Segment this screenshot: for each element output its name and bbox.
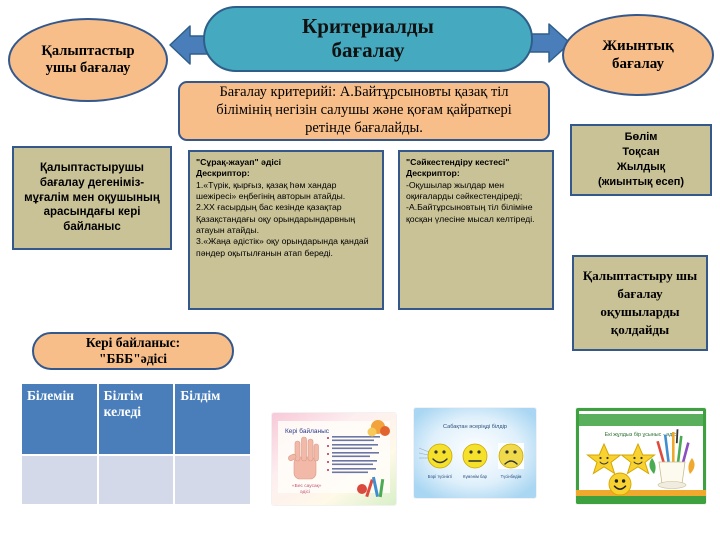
method-question-answer-title: "Сұрақ-жауап" әдісі <box>196 157 282 167</box>
smiley-feedback-card: Сабақтан әсеріңді білдір Бәрі түсінікті … <box>414 408 536 498</box>
assessment-criterion-text: Бағалау критерийі: А.Байтұрсыновты қазақ… <box>216 84 512 136</box>
feedback-method-pill: Кері байланыс: "БББ"әдісі <box>32 332 234 370</box>
summative-period-line1: Бөлім <box>624 131 658 144</box>
summative-period-box: Бөлім Тоқсан Жылдық (жиынтық есеп) <box>570 124 712 196</box>
page-title-line2: бағалау <box>331 38 405 62</box>
page-title-text: Критериалды бағалау <box>302 15 434 62</box>
formative-assessment-ellipse: Қалыптастыр ушы бағалау <box>8 18 168 102</box>
table-cell-want-to-know[interactable] <box>96 454 176 506</box>
svg-text:Екі жұлдыз бір ұсыныс - әдісі: Екі жұлдыз бір ұсыныс - әдісі <box>605 432 678 438</box>
table-header-want-to-know: Білгім келеді <box>96 382 176 456</box>
svg-text:Кері байланыс: Кері байланыс <box>285 427 330 435</box>
summative-assessment-ellipse: Жиынтық бағалау <box>562 14 714 96</box>
stars-stationery-card: Екі жұлдыз бір ұсыныс - әдісі <box>576 408 706 504</box>
summative-period-line2: Тоқсан <box>622 146 660 159</box>
summative-period-text: Бөлім Тоқсан Жылдық (жиынтық есеп) <box>598 130 684 189</box>
page-title-line1: Критериалды <box>302 14 434 39</box>
kerі-bailanys-card: Кері байланыс <box>272 413 396 505</box>
svg-text:Бәрі түсінікті: Бәрі түсінікті <box>428 474 453 479</box>
hand-feedback-illustration: Кері байланыс <box>272 413 396 505</box>
table-row <box>20 454 252 506</box>
summative-ellipse-line2: бағалау <box>611 56 665 72</box>
summative-period-line4: (жиынтық есеп) <box>597 175 685 188</box>
svg-text:Сабақтан әсеріңді білдір: Сабақтан әсеріңді білдір <box>443 424 507 430</box>
svg-text:Күмәнім бар: Күмәнім бар <box>463 474 488 479</box>
method-question-answer-descriptor-label: Дескриптор: <box>196 168 250 179</box>
method-matching-table-descriptor-label: Дескриптор: <box>406 168 460 179</box>
svg-text:әдісі: әдісі <box>300 489 310 495</box>
page-title: Критериалды бағалау <box>203 6 533 72</box>
formative-ellipse-line2: ушы бағалау <box>45 60 131 76</box>
table-header-learned: Білдім <box>173 382 252 456</box>
assessment-criterion-box: Бағалау критерийі: А.Байтұрсыновты қазақ… <box>178 81 550 141</box>
summative-ellipse-line1: Жиынтық <box>602 38 674 54</box>
summative-period-line3: Жылдық <box>616 161 666 173</box>
two-stars-one-wish-illustration: Екі жұлдыз бір ұсыныс - әдісі <box>576 408 706 504</box>
table-cell-learned[interactable] <box>173 454 252 506</box>
feedback-line1: Кері байланыс: <box>85 335 181 351</box>
formative-definition-box: Қалыптастырушы бағалау дегеніміз- мұғалі… <box>12 146 172 250</box>
method-question-answer-body: 1.«Түрік, қырғыз, қазақ һәм хандар шежір… <box>196 179 369 258</box>
bbb-table: Білемін Білгім келеді Білдім <box>20 382 252 506</box>
formative-support-box: Қалыптастыру шы бағалау оқушыларды қолда… <box>572 255 708 351</box>
formative-ellipse-line1: Қалыптастыр <box>41 42 135 59</box>
method-question-answer-box: "Сұрақ-жауап" әдісі Дескриптор: 1.«Түрік… <box>188 150 384 310</box>
svg-text:«Бес саусақ»: «Бес саусақ» <box>292 483 322 489</box>
feedback-method-label: Кері байланыс: "БББ"әдісі <box>86 335 180 366</box>
table-cell-know[interactable] <box>20 454 99 506</box>
table-header-row: Білемін Білгім келеді Білдім <box>20 382 252 456</box>
method-matching-table-body: -Оқушылар жылдар мен оқиғаларды сәйкесте… <box>406 179 535 224</box>
formative-support-text: Қалыптастыру шы бағалау оқушыларды қолда… <box>582 268 698 337</box>
formative-definition-text: Қалыптастырушы бағалау дегеніміз- мұғалі… <box>24 162 160 234</box>
smiley-feedback-illustration: Сабақтан әсеріңді білдір Бәрі түсінікті … <box>414 408 536 498</box>
method-matching-table-box: "Сәйкестендіру кестесі" Дескриптор: -Оқу… <box>398 150 554 310</box>
table-header-know: Білемін <box>20 382 99 456</box>
summative-assessment-label: Жиынтық бағалау <box>602 37 674 73</box>
formative-assessment-label: Қалыптастыр ушы бағалау <box>41 43 134 78</box>
feedback-line2: "БББ"әдісі <box>98 351 168 366</box>
method-matching-table-title: "Сәйкестендіру кестесі" <box>406 157 510 167</box>
svg-text:Түсінбедім: Түсінбедім <box>501 474 522 479</box>
